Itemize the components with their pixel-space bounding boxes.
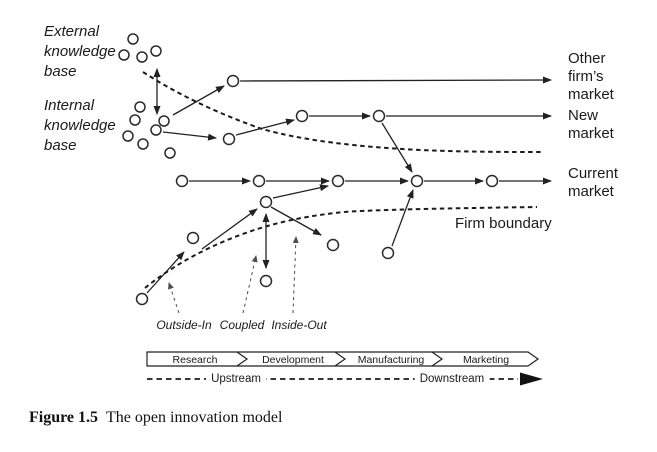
idea-node (150, 45, 162, 57)
other-firms-market-label: Other firm’s market (568, 50, 614, 103)
downstream-label: Downstream (414, 372, 490, 386)
idea-node (326, 238, 340, 252)
firm-boundary-label: Firm boundary (455, 215, 552, 232)
idea-node (259, 274, 273, 288)
idea-node (259, 195, 273, 209)
idea-node (186, 231, 200, 245)
idea-node (252, 174, 266, 188)
idea-node (150, 124, 162, 136)
figure-caption: Figure 1.5 The open innovation model (29, 409, 282, 427)
idea-node (129, 114, 141, 126)
coupled-leader (242, 255, 258, 314)
outside-in-flow-arrow (146, 251, 185, 294)
idea-node (118, 49, 130, 61)
stage-manufacturing-label: Manufacturing (357, 353, 425, 366)
idea-node (222, 132, 236, 146)
external-knowledge-base-label: External knowledge base (44, 23, 116, 80)
idea-node (136, 51, 148, 63)
downstream-arrowhead-icon (520, 372, 543, 386)
outside-in-leader (168, 282, 180, 314)
stage-marketing-label: Marketing (462, 353, 510, 366)
inside-out-leader (292, 236, 299, 314)
outside-in-label: Outside-In (156, 318, 212, 332)
process-bar-outline (146, 351, 540, 367)
figure-caption-number: Figure 1.5 (29, 409, 99, 426)
coupled-label: Coupled (219, 318, 265, 332)
inflow-to-hub-arrow (201, 208, 258, 250)
idea-node (381, 246, 395, 260)
internal-knowledge-base-label: Internal knowledge base (44, 97, 116, 154)
idea-node (122, 130, 134, 142)
idea-node (134, 101, 146, 113)
spinout-arrow (172, 85, 225, 116)
idea-node (410, 174, 424, 188)
idea-node (226, 74, 240, 88)
new-market-arrow-1 (235, 118, 295, 136)
mode-leaders (168, 236, 299, 314)
inside-out-label: Inside-Out (271, 318, 327, 332)
idea-node (331, 174, 345, 188)
current-market-label: Current market (568, 165, 619, 200)
hub-to-current-arrow (272, 184, 329, 199)
firm-boundary-upper-curve (142, 71, 543, 153)
stage-research-label: Research (172, 353, 218, 366)
idea-node (137, 138, 149, 150)
idea-nodes (118, 33, 499, 306)
figure-caption-text: The open innovation model (106, 409, 283, 426)
idea-node (485, 174, 499, 188)
chevron-separator (431, 351, 444, 367)
idea-node (135, 292, 149, 306)
idea-node (164, 147, 176, 159)
idea-node (175, 174, 189, 188)
hub-outflow-arrow (270, 206, 322, 236)
inside-out-return-arrow (391, 189, 414, 247)
idea-node (158, 115, 170, 127)
process-bar (146, 351, 540, 367)
outflow-arrow (162, 131, 217, 141)
chevron-separator (334, 351, 347, 367)
flow-arrows (146, 68, 552, 294)
idea-node (295, 109, 309, 123)
firm-boundary-lower-curve (144, 206, 538, 289)
other-firms-market-line (239, 76, 552, 84)
new-to-current-arrow (381, 122, 413, 173)
new-market-label: New market (568, 107, 614, 142)
chevron-separator (236, 351, 249, 367)
stage-development-label: Development (262, 353, 324, 366)
idea-node (372, 109, 386, 123)
upstream-label: Upstream (206, 372, 266, 386)
idea-node (127, 33, 139, 45)
